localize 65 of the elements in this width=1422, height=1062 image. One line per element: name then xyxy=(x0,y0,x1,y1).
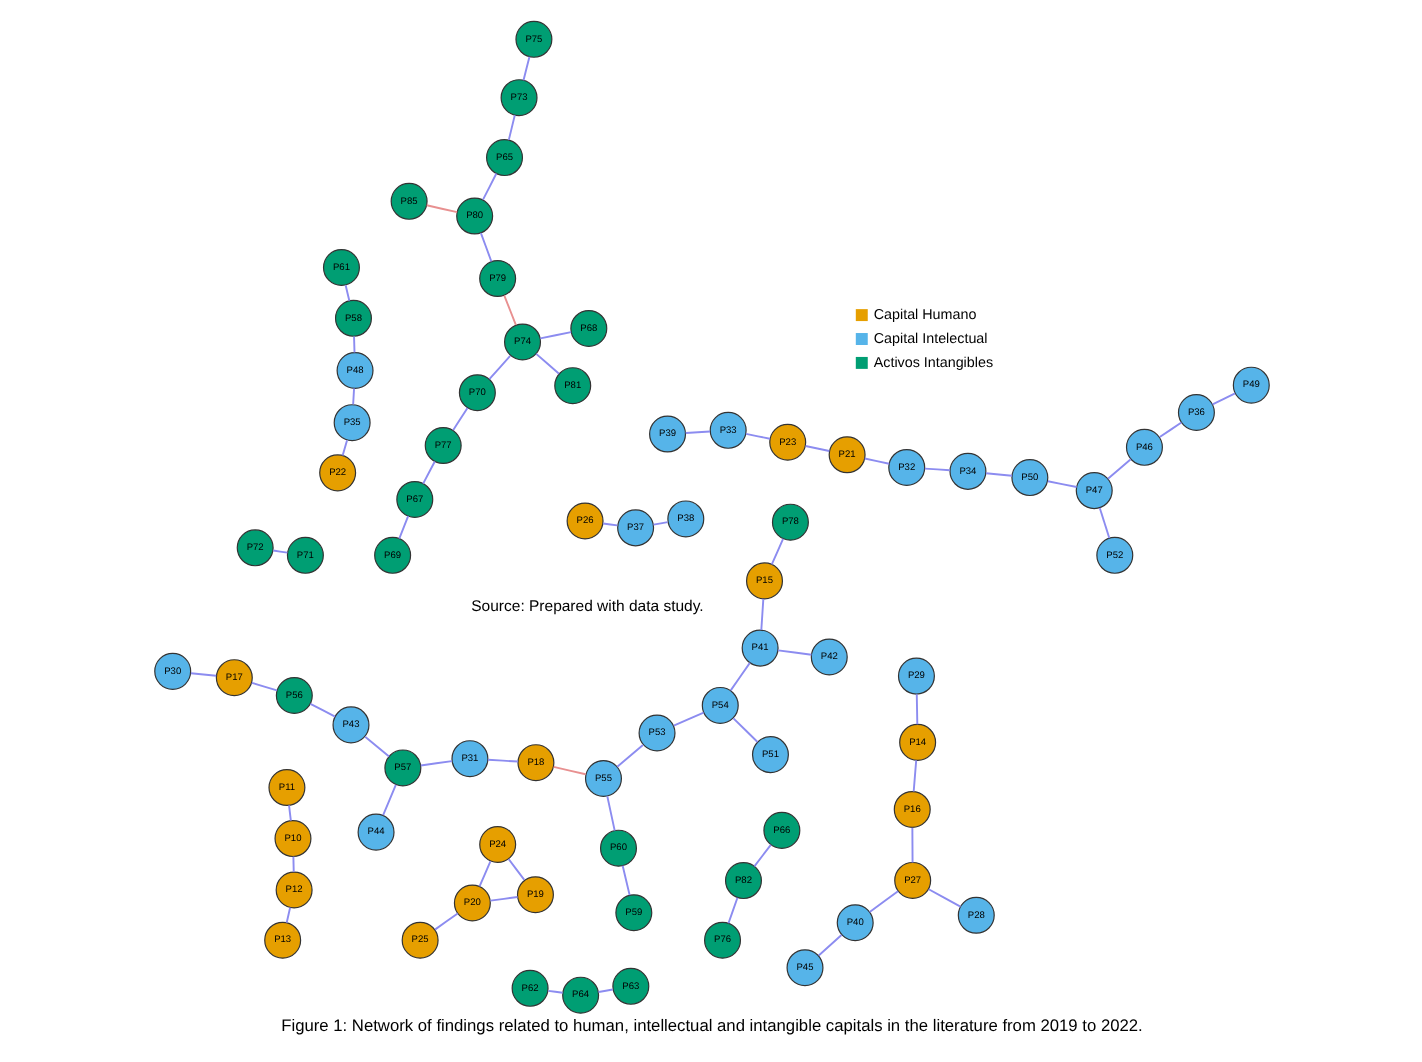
connector xyxy=(1045,480,1077,488)
connector xyxy=(397,515,409,540)
connector xyxy=(424,204,458,214)
connector xyxy=(911,759,917,793)
connector xyxy=(340,439,348,457)
connector xyxy=(926,888,961,908)
connector xyxy=(481,172,497,201)
connector xyxy=(308,702,335,718)
connector xyxy=(683,430,710,434)
caption: Figure 1: Network of findings related to human, intellectual and intangible capitals in the literature from 2019 to 2022. xyxy=(280,1015,1142,1036)
connector xyxy=(546,989,563,994)
connector xyxy=(769,537,784,566)
connector xyxy=(271,549,288,554)
connector xyxy=(620,864,630,897)
connector xyxy=(291,855,294,873)
connector xyxy=(421,460,435,485)
connector xyxy=(596,988,613,993)
connector xyxy=(343,284,350,302)
connector xyxy=(605,795,615,832)
connector xyxy=(451,407,468,431)
connector xyxy=(1157,421,1182,438)
connector xyxy=(615,744,643,768)
connector xyxy=(477,860,491,888)
connector xyxy=(433,912,458,931)
connector xyxy=(363,735,389,758)
connector xyxy=(914,693,918,726)
connector xyxy=(1210,392,1235,406)
connector xyxy=(862,457,890,465)
connector xyxy=(506,858,525,881)
connector xyxy=(521,55,530,82)
connector xyxy=(381,783,396,817)
connector xyxy=(534,352,559,375)
connector xyxy=(418,760,452,767)
connector xyxy=(351,387,354,406)
connector xyxy=(651,521,668,526)
connector xyxy=(803,445,830,452)
connector xyxy=(506,114,515,141)
connector xyxy=(671,711,704,727)
connector xyxy=(352,335,355,354)
connector xyxy=(744,432,770,440)
connector xyxy=(910,826,913,864)
connector xyxy=(984,472,1012,477)
connector xyxy=(538,331,571,340)
connector xyxy=(284,906,291,924)
connector xyxy=(487,354,511,381)
connector xyxy=(1106,458,1131,480)
connector xyxy=(601,522,618,527)
connector xyxy=(478,232,492,263)
connector xyxy=(1097,507,1110,539)
connector xyxy=(816,934,842,957)
connector xyxy=(759,597,764,631)
connector xyxy=(728,661,750,692)
connector xyxy=(776,649,812,656)
connector xyxy=(731,717,758,743)
connector xyxy=(752,843,771,868)
connector xyxy=(922,467,950,472)
connector xyxy=(189,672,217,677)
connector xyxy=(867,890,898,914)
connector xyxy=(486,758,518,763)
connector xyxy=(502,294,516,326)
connector xyxy=(287,804,291,822)
connector xyxy=(551,765,586,776)
connector xyxy=(249,681,277,692)
connector xyxy=(726,896,738,925)
connector xyxy=(488,896,518,902)
